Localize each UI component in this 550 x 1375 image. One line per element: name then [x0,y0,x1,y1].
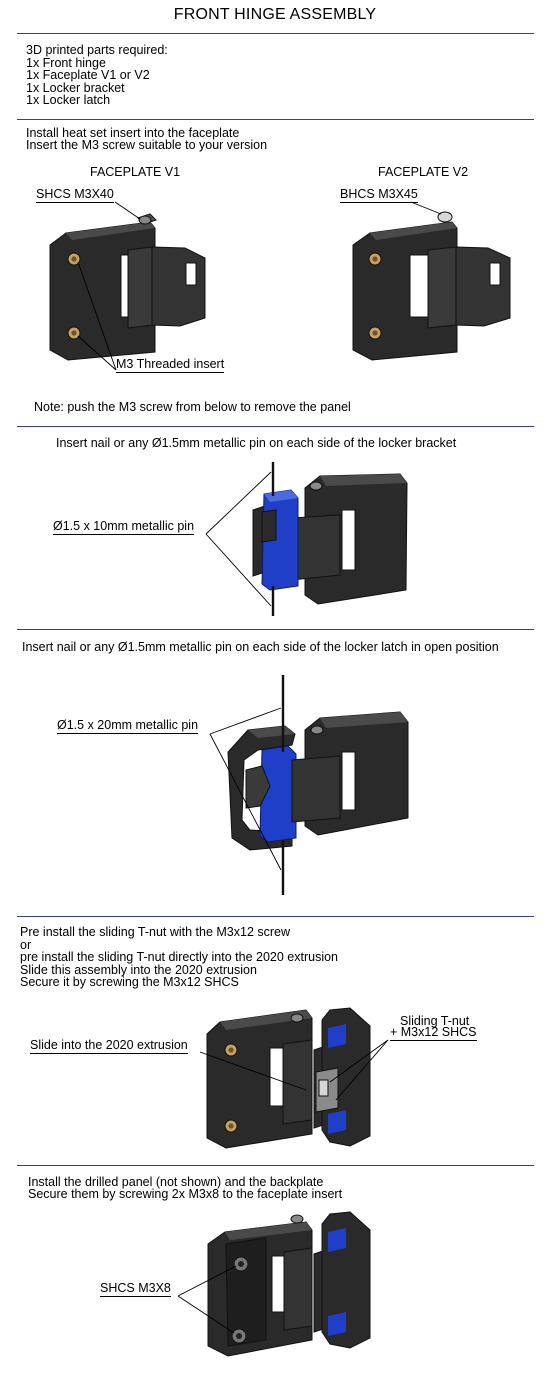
step1-line: Insert the M3 screw suitable to your ver… [26,138,268,152]
step5-line: Install the drilled panel (not shown) an… [28,1175,324,1189]
step4-line: Secure it by screwing the M3x12 SHCS [20,975,239,989]
section-divider [17,1165,534,1166]
step4-line: pre install the sliding T-nut directly i… [20,950,339,964]
screw-v2-label: BHCS M3X45 [340,187,418,203]
pin-20mm-label: Ø1.5 x 20mm metallic pin [57,718,199,734]
faceplate-v1-illustration [49,213,206,361]
tnut-label-line2: + M3x12 SHCS [390,1025,477,1041]
faceplate-v1-heading: FACEPLATE V1 [90,165,181,179]
insert-label: M3 Threaded insert [116,357,225,373]
section-divider [17,629,534,630]
tnut-label-line1: Sliding T-nut [400,1014,470,1028]
locker-bracket-figure [205,462,408,616]
backplate-illustration [207,1211,371,1357]
faceplate-v2-illustration [352,211,511,361]
locker-latch-figure [209,675,409,895]
locker-latch-illustration [227,675,409,895]
section-divider [17,916,534,917]
locker-bracket-illustration [252,462,408,616]
parts-heading: 3D printed parts required: [26,43,168,57]
slide-label: Slide into the 2020 extrusion [30,1038,188,1054]
tnut-assembly-figure [199,1007,389,1149]
step2-line: Insert nail or any Ø1.5mm metallic pin o… [56,436,457,450]
step1-note: Note: push the M3 screw from below to re… [34,400,351,414]
section-divider [17,119,534,120]
faceplate-figures [49,201,511,371]
parts-item: 1x Locker bracket [26,81,125,95]
parts-item: 1x Front hinge [26,56,106,70]
tnut-assembly-illustration [206,1007,371,1149]
page-title: FRONT HINGE ASSEMBLY [173,6,377,23]
step4-line: Pre install the sliding T-nut with the M… [20,925,291,939]
screw-m3x8-label: SHCS M3X8 [100,1281,171,1297]
faceplate-v2-heading: FACEPLATE V2 [378,165,469,179]
section-divider [17,426,534,427]
parts-item: 1x Locker latch [26,93,111,107]
parts-item: 1x Faceplate V1 or V2 [26,68,150,82]
pin-10mm-label: Ø1.5 x 10mm metallic pin [53,519,195,535]
step4-line: Slide this assembly into the 2020 extrus… [20,963,257,977]
screw-v1-label: SHCS M3X40 [36,187,114,203]
step3-line: Insert nail or any Ø1.5mm metallic pin o… [22,640,499,654]
section-divider [17,33,534,34]
step1-line: Install heat set insert into the facepla… [26,126,240,140]
step4-line: or [20,938,32,952]
step5-line: Secure them by screwing 2x M3x8 to the f… [28,1187,343,1201]
